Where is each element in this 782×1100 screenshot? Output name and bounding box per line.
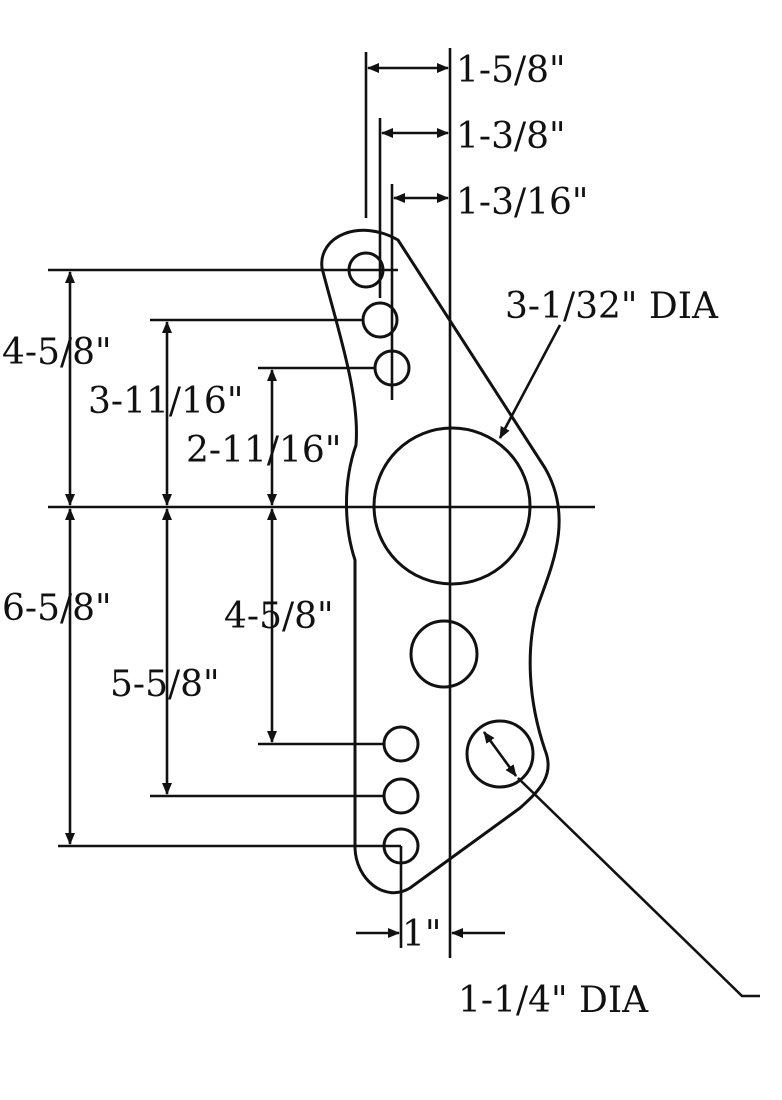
dim-arrow-small-hole [482,731,518,777]
label-upper-1: 4-5/8" [2,332,112,373]
leader-large-hole [498,324,562,439]
label-top-offset-1: 1-5/8" [456,50,566,91]
label-large-hole-dia: 3-1/32" DIA [505,286,719,327]
lower-hole-2 [382,777,420,815]
bracket-outline [320,228,561,895]
label-lower-3: 4-5/8" [224,596,334,637]
label-upper-3: 2-11/16" [186,430,341,471]
label-top-offset-3: 1-3/16" [456,182,588,223]
label-lower-1: 6-5/8" [2,588,112,629]
label-upper-2: 3-11/16" [88,381,243,422]
label-top-offset-2: 1-3/8" [456,116,566,157]
label-lower-2: 5-5/8" [110,664,220,705]
upper-hole-2 [361,301,399,339]
label-small-hole-dia: 1-1/4" DIA [458,980,649,1021]
label-bottom-offset: 1" [402,914,441,955]
lower-hole-1 [382,725,420,763]
small-dia-hole [465,719,535,789]
large-hole [372,426,532,586]
leader-small-hole [517,777,760,998]
middle-hole [409,619,479,689]
